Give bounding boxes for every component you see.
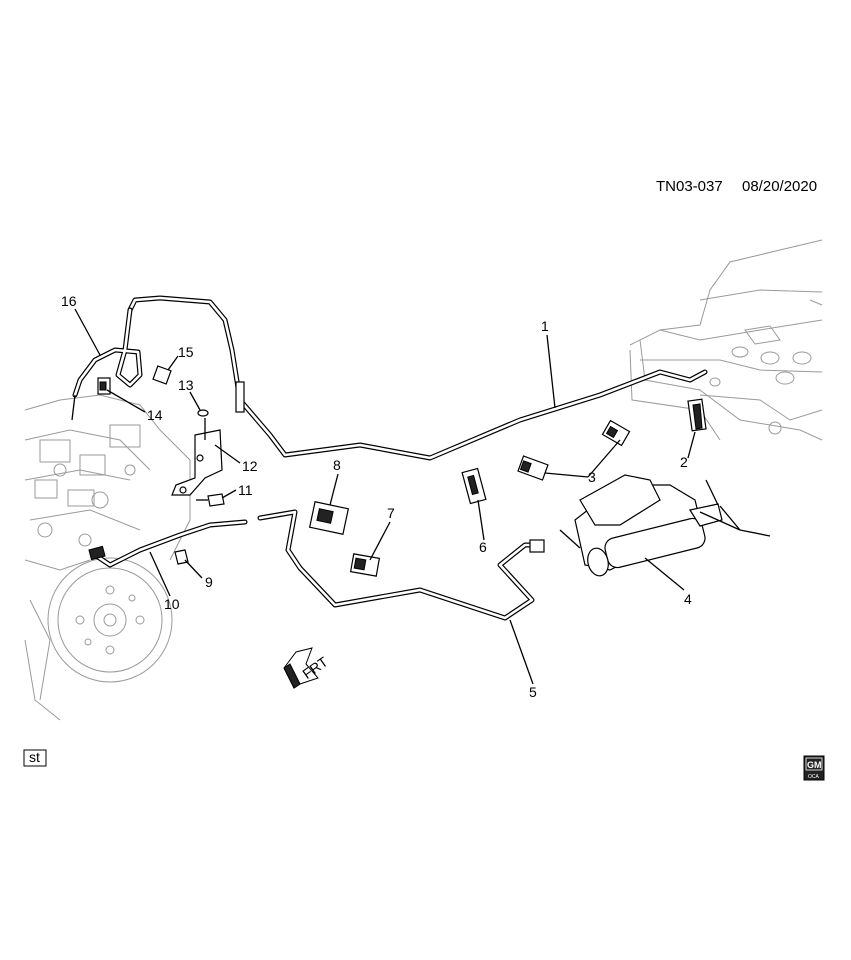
callout-11: 11 bbox=[238, 482, 253, 498]
callout-5: 5 bbox=[529, 684, 537, 700]
callout-2: 2 bbox=[680, 454, 688, 470]
gm-logo-subtext: OCA bbox=[808, 774, 820, 780]
engine-line bbox=[88, 519, 248, 568]
clip-2 bbox=[687, 398, 707, 432]
canister-line bbox=[257, 509, 538, 621]
engine-outline bbox=[24, 394, 191, 721]
callout-4: 4 bbox=[684, 591, 692, 607]
fuel-tank-outline bbox=[629, 239, 823, 441]
illustration-date: 08/20/2020 bbox=[742, 178, 817, 195]
bracket-12 bbox=[171, 418, 223, 496]
st-badge-label: st bbox=[29, 749, 40, 765]
leader-lines bbox=[74, 308, 696, 685]
clip-6 bbox=[461, 467, 487, 505]
callout-6: 6 bbox=[479, 539, 487, 555]
callout-3: 3 bbox=[588, 469, 596, 485]
seal-13 bbox=[197, 409, 209, 417]
clip-14 bbox=[97, 377, 111, 395]
gm-logo: GM OCA bbox=[803, 755, 825, 781]
clip-3b bbox=[517, 455, 549, 481]
callout-9: 9 bbox=[205, 574, 213, 590]
clip-8 bbox=[308, 501, 350, 535]
callout-13: 13 bbox=[178, 377, 194, 393]
front-direction-arrow: FRT bbox=[283, 647, 331, 689]
gm-logo-text: GM bbox=[807, 760, 822, 770]
callout-8: 8 bbox=[333, 457, 341, 473]
callout-7: 7 bbox=[387, 505, 395, 521]
bracket-line-1 bbox=[235, 381, 245, 413]
callout-10: 10 bbox=[164, 596, 180, 612]
illustration-id: TN03-037 bbox=[656, 178, 723, 195]
bolt-11 bbox=[196, 493, 225, 507]
callout-15: 15 bbox=[178, 344, 194, 360]
callout-16: 16 bbox=[61, 293, 77, 309]
callouts: 1 2 3 4 5 6 7 8 9 10 11 12 13 14 15 16 bbox=[61, 293, 692, 700]
st-badge: st bbox=[23, 749, 47, 767]
callout-12: 12 bbox=[242, 458, 258, 474]
clip-15 bbox=[152, 365, 172, 385]
clip-7 bbox=[349, 553, 381, 577]
callout-14: 14 bbox=[147, 407, 163, 423]
fuel-line-main bbox=[127, 295, 708, 461]
front-line-assembly bbox=[71, 307, 143, 421]
clip-3a bbox=[601, 419, 631, 447]
callout-1: 1 bbox=[541, 318, 549, 334]
evap-canister bbox=[529, 474, 771, 577]
